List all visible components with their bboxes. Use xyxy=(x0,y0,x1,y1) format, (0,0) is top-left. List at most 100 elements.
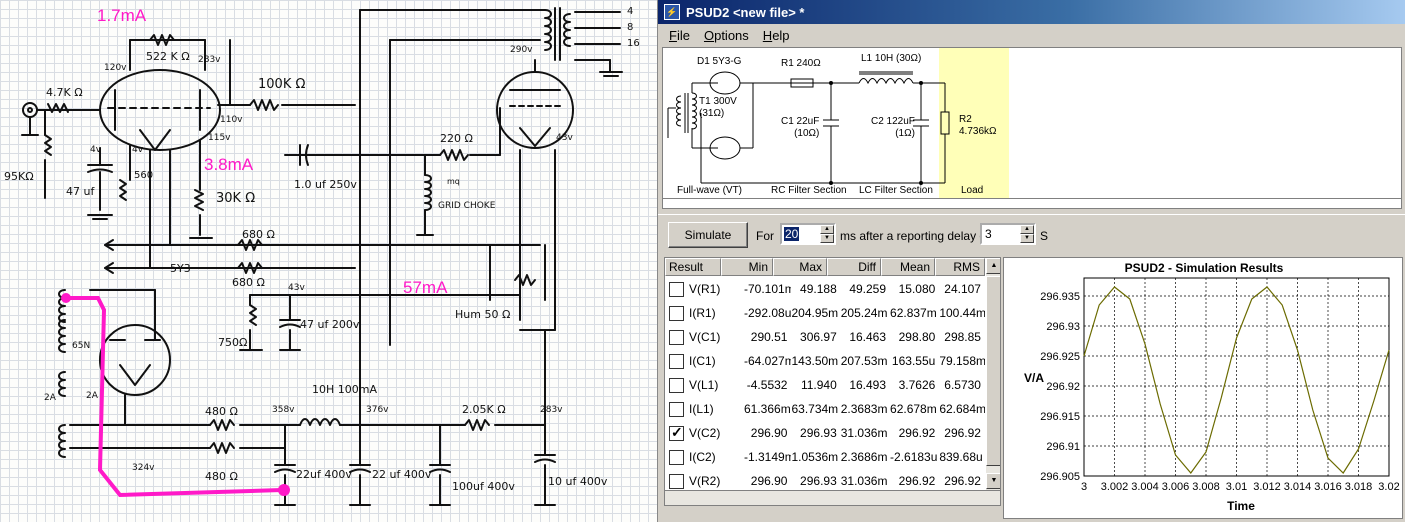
result-name: I(C1) xyxy=(689,354,716,368)
result-cell: 100.44m xyxy=(939,306,985,320)
result-checkbox[interactable] xyxy=(669,377,684,393)
result-checkbox[interactable] xyxy=(669,449,684,465)
y-tick-label: 296.92 xyxy=(1046,381,1080,393)
result-cell: 298.80 xyxy=(898,330,936,344)
ms-value[interactable]: 20 xyxy=(784,227,800,241)
result-checkbox[interactable] xyxy=(669,329,684,345)
result-cell: -70.101m xyxy=(744,282,792,296)
v-4a: 4v xyxy=(90,145,102,155)
col-mean[interactable]: Mean xyxy=(881,258,935,276)
result-checkbox[interactable] xyxy=(669,281,684,297)
result-cell: 1.0536m xyxy=(791,450,839,464)
r-750: 750Ω xyxy=(218,336,247,349)
result-cell: 298.85 xyxy=(944,330,981,344)
result-checkbox[interactable] xyxy=(669,305,684,321)
section-rc[interactable]: RC Filter Section xyxy=(771,185,847,196)
results-hscroll[interactable] xyxy=(664,490,1001,506)
col-max[interactable]: Max xyxy=(773,258,827,276)
result-name: V(L1) xyxy=(689,378,719,392)
choke-label: 10H 100mA xyxy=(312,383,377,396)
result-checkbox[interactable] xyxy=(669,424,684,441)
highlight-trace xyxy=(66,296,283,498)
menu-file[interactable]: File xyxy=(669,27,690,43)
l1-label[interactable]: L1 10H (30Ω) xyxy=(861,53,922,64)
result-cell: -292.08u xyxy=(744,306,792,320)
r2-label[interactable]: R2 4.736kΩ xyxy=(959,114,997,137)
result-checkbox[interactable] xyxy=(669,401,684,417)
chart-title: PSUD2 - Simulation Results xyxy=(1125,261,1284,275)
delay-up-icon[interactable]: ▲ xyxy=(1020,225,1034,234)
current-label-1: 1.7mA xyxy=(97,6,147,25)
x-tick-label: 3.018 xyxy=(1345,481,1373,493)
result-cell: 31.036m xyxy=(840,426,888,440)
result-cell: 16.463 xyxy=(849,330,887,344)
circuit-svg xyxy=(667,71,950,185)
psud2-window: ⚡ PSUD2 <new file> * File Options Help xyxy=(657,0,1405,522)
result-cell: 296.90 xyxy=(750,426,788,440)
result-checkbox[interactable] xyxy=(669,353,684,369)
simulate-button[interactable]: Simulate xyxy=(668,222,748,248)
ms-down-icon[interactable]: ▼ xyxy=(820,234,834,243)
v-115: 115v xyxy=(208,133,231,143)
r-480-b: 480 Ω xyxy=(205,470,238,483)
r-522k: 522 K Ω xyxy=(146,50,190,63)
section-lc[interactable]: LC Filter Section xyxy=(859,185,933,196)
d1-label[interactable]: D1 5Y3-G xyxy=(697,56,742,67)
result-name: V(C1) xyxy=(689,330,721,344)
v-120: 120v xyxy=(104,63,127,73)
x-tick-label: 3.014 xyxy=(1284,481,1312,493)
scroll-up-icon[interactable]: ▲ xyxy=(986,258,1000,274)
c1-label[interactable]: C1 22uF (10Ω) xyxy=(781,116,820,139)
c-22uf-b: 22 uf 400v xyxy=(372,468,432,481)
x-tick-label: 3.006 xyxy=(1162,481,1190,493)
col-result[interactable]: Result xyxy=(665,258,721,276)
v-358: 358v xyxy=(272,405,295,415)
section-load[interactable]: Load xyxy=(961,185,984,196)
delay-value[interactable]: 3 xyxy=(985,227,992,241)
section-fullwave[interactable]: Full-wave (VT) xyxy=(677,185,743,196)
r-30k: 30K Ω xyxy=(216,191,255,206)
result-checkbox[interactable] xyxy=(669,473,684,489)
delay-down-icon[interactable]: ▼ xyxy=(1020,234,1034,243)
ms-spinner[interactable]: 20 ▲ ▼ xyxy=(780,223,836,245)
x-tick-label: 3.012 xyxy=(1253,481,1281,493)
c2-label[interactable]: C2 122uF (1Ω) xyxy=(871,116,915,139)
result-cell: 3.7626 xyxy=(898,378,936,392)
menu-help[interactable]: Help xyxy=(762,27,790,43)
result-name: I(C2) xyxy=(689,450,716,464)
result-cell: 62.837m xyxy=(890,306,937,320)
result-cell: 296.92 xyxy=(944,474,981,488)
result-cell: 306.97 xyxy=(800,330,837,344)
tap-4: 4 xyxy=(627,6,633,17)
result-cell: -1.3149m xyxy=(744,450,792,464)
t1-label[interactable]: T1 300V (31Ω) xyxy=(699,96,737,119)
result-cell: 11.940 xyxy=(800,378,837,392)
col-min[interactable]: Min xyxy=(721,258,773,276)
ms-up-icon[interactable]: ▲ xyxy=(820,225,834,234)
tx-65n: 65N xyxy=(72,341,90,351)
title-bar[interactable]: ⚡ PSUD2 <new file> * xyxy=(658,0,1405,24)
menu-options[interactable]: Options xyxy=(703,27,749,43)
delay-spinner[interactable]: 3 ▲ ▼ xyxy=(980,223,1036,245)
tx-2a-b: 2A xyxy=(44,393,57,403)
seconds-label: S xyxy=(1040,229,1049,243)
results-vscroll[interactable]: ▲ ▼ xyxy=(985,258,1000,490)
v-110: 110v xyxy=(220,115,243,125)
current-label-3: 57mA xyxy=(403,278,448,297)
scroll-thumb[interactable] xyxy=(986,276,1000,466)
col-diff[interactable]: Diff xyxy=(827,258,881,276)
col-rms[interactable]: RMS xyxy=(935,258,985,276)
r1-label[interactable]: R1 240Ω xyxy=(781,58,821,69)
scroll-down-icon[interactable]: ▼ xyxy=(986,473,1000,489)
v-43a: 43v xyxy=(556,133,573,143)
